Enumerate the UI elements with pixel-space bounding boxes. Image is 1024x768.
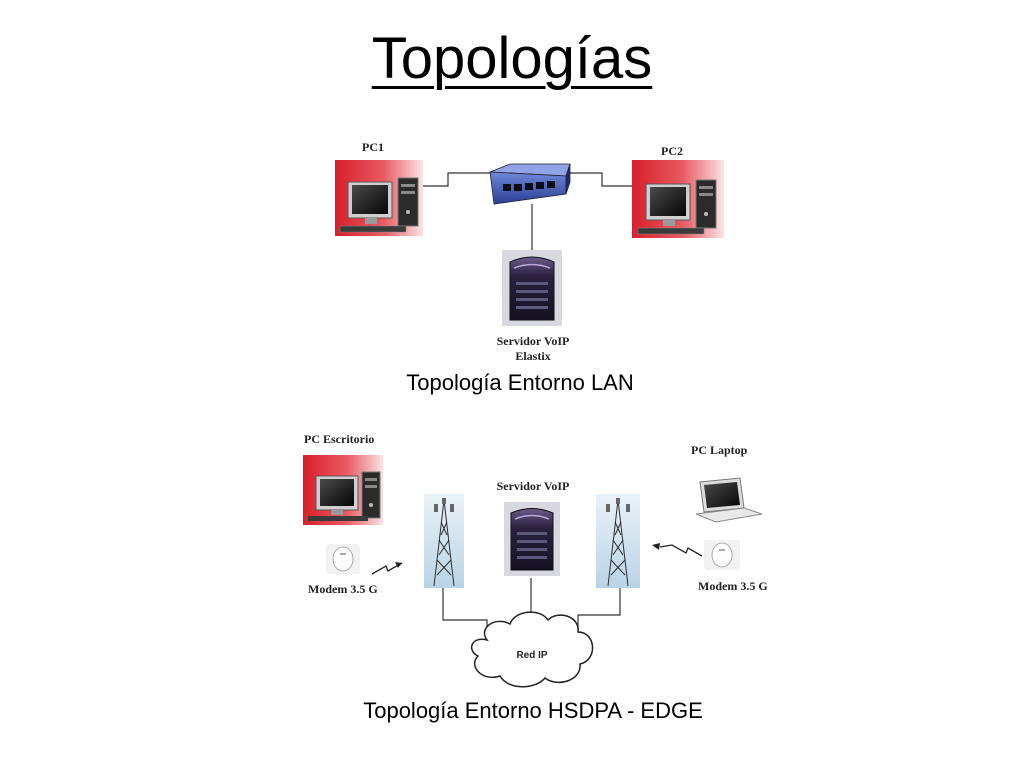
modem-right-label: Modem 3.5 G [698, 579, 768, 593]
lan-topology: PC1 PC2 [335, 140, 724, 395]
link-switch-pc2 [562, 172, 632, 187]
laptop-pc [695, 477, 763, 523]
voip-server-hsdpa [504, 502, 560, 576]
pc1-workstation [335, 160, 423, 236]
lan-links [420, 172, 632, 250]
wireless-link-left [371, 562, 403, 575]
link-tower-right-cloud [577, 588, 621, 634]
ip-cloud [470, 611, 594, 688]
hsdpa-topology: PC Escritorio Modem 3.5 G [303, 432, 768, 723]
link-pc1-switch [420, 172, 492, 187]
slide-title: Topologías [0, 30, 1024, 88]
modem-left [326, 544, 360, 574]
voip-server-elastix [502, 250, 562, 326]
desktop-pc [303, 455, 383, 525]
network-switch [489, 163, 571, 205]
lan-server-label-line1: Servidor VoIP [497, 334, 570, 348]
pc2-label: PC2 [661, 144, 683, 158]
desktop-label: PC Escritorio [304, 432, 374, 446]
lan-caption: Topología Entorno LAN [406, 370, 634, 395]
wireless-link-right [652, 543, 703, 557]
laptop-label: PC Laptop [691, 443, 748, 457]
modem-left-label: Modem 3.5 G [308, 582, 378, 596]
hsdpa-caption: Topología Entorno HSDPA - EDGE [363, 698, 703, 723]
hsdpa-server-label: Servidor VoIP [497, 479, 570, 493]
lan-server-label-line2: Elastix [515, 349, 550, 363]
slide-title-text: Topologías [371, 26, 653, 91]
link-tower-left-cloud [442, 588, 488, 636]
modem-right [704, 540, 740, 570]
pc2-workstation [632, 160, 724, 238]
cell-tower-left [424, 494, 464, 588]
cloud-label: Red IP [516, 650, 547, 661]
cell-tower-right [596, 494, 640, 588]
pc1-label: PC1 [362, 140, 384, 154]
